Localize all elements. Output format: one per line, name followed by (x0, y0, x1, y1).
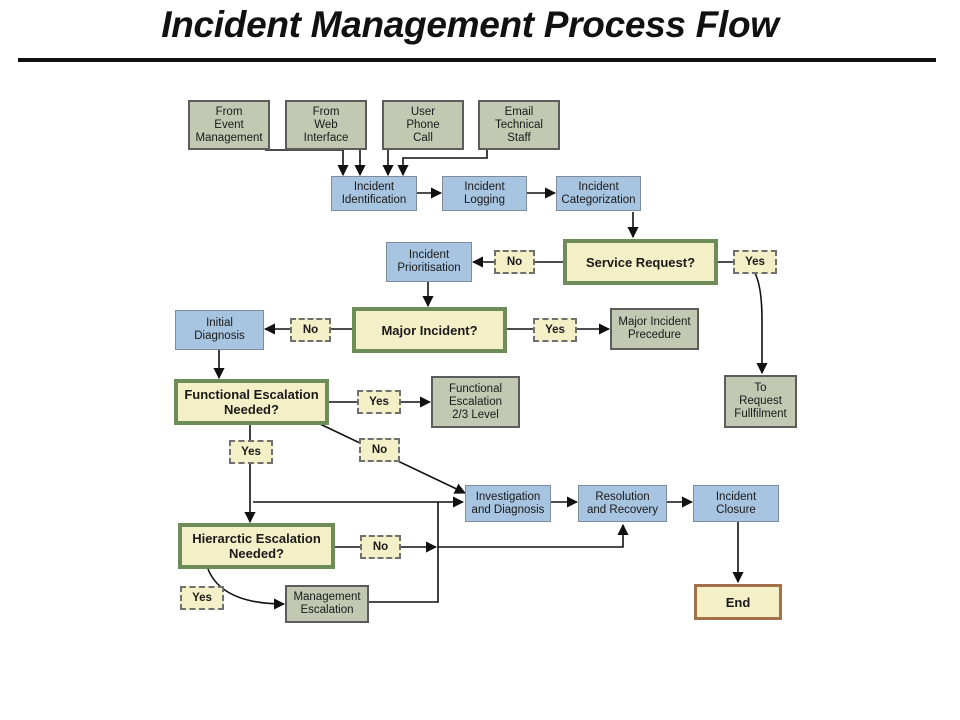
outcome-management-escalation: Management Escalation (285, 585, 369, 623)
label-yes-functional-down: Yes (229, 440, 273, 464)
page-title: Incident Management Process Flow (161, 4, 779, 45)
label-no-hierarchic: No (360, 535, 401, 559)
title-underline (18, 58, 936, 62)
connector-hierarchic-yes (207, 568, 286, 610)
label-yes-service-request: Yes (733, 250, 777, 274)
step-resolution-recovery: Resolution and Recovery (578, 485, 667, 522)
connector-service-request-yes (717, 261, 768, 375)
label-yes-functional: Yes (357, 390, 401, 414)
decision-major-incident: Major Incident? (352, 307, 507, 353)
connector-management-return (369, 502, 439, 603)
source-web-interface: From Web Interface (285, 100, 367, 150)
label-yes-hierarchic: Yes (180, 586, 224, 610)
label-no-major-incident: No (290, 318, 331, 342)
outcome-request-fulfilment: To Request Fullfilment (724, 375, 797, 428)
step-investigation-diagnosis: Investigation and Diagnosis (465, 485, 551, 522)
decision-service-request: Service Request? (563, 239, 718, 285)
step-incident-categorization: Incident Categorization (556, 176, 641, 211)
connector-to-resolution (438, 523, 629, 548)
step-incident-prioritisation: Incident Prioritisation (386, 242, 472, 282)
step-incident-logging: Incident Logging (442, 176, 527, 211)
step-incident-closure: Incident Closure (693, 485, 779, 522)
label-yes-major-incident: Yes (533, 318, 577, 342)
step-incident-identification: Incident Identification (331, 176, 417, 211)
source-event-management: From Event Management (188, 100, 270, 150)
decision-functional-escalation: Functional Escalation Needed? (174, 379, 329, 425)
label-no-functional: No (359, 438, 400, 462)
outcome-major-incident-procedure: Major Incident Precedure (610, 308, 699, 350)
source-email-staff: Email Technical Staff (478, 100, 560, 150)
connector-email-to-identification (397, 150, 488, 177)
outcome-functional-escalation-level: Functional Escalation 2/3 Level (431, 376, 520, 428)
decision-hierarchic-escalation: Hierarctic Escalation Needed? (178, 523, 335, 569)
connector-event-to-identification (265, 149, 349, 177)
end-terminator: End (694, 584, 782, 620)
label-no-service-request: No (494, 250, 535, 274)
source-phone-call: User Phone Call (382, 100, 464, 150)
step-initial-diagnosis: Initial Diagnosis (175, 310, 264, 350)
